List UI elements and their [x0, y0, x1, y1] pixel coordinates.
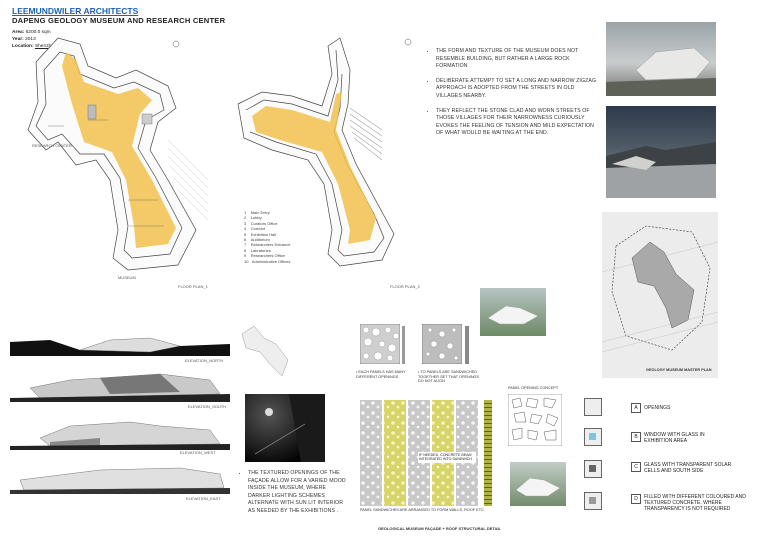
- facade-caption: GEOLOGICAL MUSEUM FAÇADE + ROOF STRUCTUR…: [378, 526, 502, 531]
- elevation-north: [10, 337, 230, 356]
- legend-item: 8 Labratories: [244, 247, 271, 253]
- panel-note-2: • TO PANELS ARE SANDWICHED TOGETHER SET …: [418, 370, 480, 384]
- detail-b-text: WINDOW WITH GLASS IN EXHIBITION AREA: [644, 432, 705, 444]
- floor-plan-1-caption: FLOOR PLAN_1: [178, 284, 208, 289]
- legend-item: 7 Researchers Entrance: [244, 242, 291, 248]
- opening-concept-diagram: [508, 394, 562, 446]
- elevation-south-caption: ELEVATION_SOUTH: [188, 404, 227, 409]
- research-center-label: RESEARCH CENTER: [32, 143, 72, 148]
- museum-exterior-photo: [606, 22, 716, 96]
- panel-note-1: • EACH PANELS HAS MANY DIFFERENT OPENING…: [356, 370, 406, 379]
- detail-d-letter: D: [631, 494, 641, 504]
- detail-a-letter: A: [631, 403, 641, 413]
- master-plan-caption: GEOLOGY MUSEUM MASTER PLAN: [646, 368, 712, 372]
- firm-title-link[interactable]: LEEMUNDWILER ARCHITECTS: [12, 6, 139, 16]
- detail-c-graphic: [584, 460, 602, 478]
- panel-section-1: [402, 326, 405, 364]
- panel-section-2: [465, 326, 469, 364]
- concept-label: PANEL OPENING CONCEPT: [508, 386, 559, 390]
- description-item: THEY REFLECT THE STONE CLAD AND WORN STR…: [436, 108, 598, 138]
- museum-label: MUSEUM: [118, 275, 136, 280]
- elevation-west: [10, 421, 230, 450]
- interior-photo: [245, 394, 325, 462]
- elevation-east: [10, 467, 230, 494]
- museum-render-small: [510, 462, 566, 506]
- area-line: Area: 6200.0 sqm: [12, 30, 51, 35]
- elevation-south: [10, 373, 230, 402]
- panel-note-4: IF NEEDED, CONCRETE BEAM INTEGRATED INTO…: [418, 452, 476, 463]
- legend-item: 2 Lobby: [244, 215, 262, 221]
- master-plan: GEOLOGY MUSEUM MASTER PLAN: [601, 212, 719, 378]
- floor-plan-1: [27, 37, 209, 271]
- panel-sandwich: [422, 324, 462, 364]
- detail-b-letter: B: [631, 432, 641, 442]
- legend-item: 5 Exhibition Hall: [244, 231, 277, 237]
- floor-plan-2-caption: FLOOR PLAN_2: [390, 284, 420, 289]
- legend-item: 3 Curators Office: [244, 220, 278, 226]
- facade-section: [484, 400, 492, 506]
- description-item: THE FORM AND TEXTURE OF THE MUSEUM DOES …: [436, 48, 598, 71]
- detail-a-graphic: [584, 398, 602, 416]
- detail-a-text: OPENINGS: [644, 405, 671, 411]
- panel-note-3: PANEL SANDWICHES ARE ARRANGED TO FORM WA…: [360, 508, 485, 512]
- legend-item: 1 Main Entry: [244, 210, 270, 215]
- elevation-east-caption: ELEVATION_EAST: [186, 496, 221, 501]
- interior-description: THE TEXTURED OPENINGS OF THE FAÇADE ALLO…: [240, 470, 348, 516]
- project-title: DAPENG GEOLOGY MUSEUM AND RESEARCH CENTE…: [12, 16, 226, 25]
- legend-item: 4 Corridor: [244, 226, 266, 232]
- detail-b-graphic: [584, 428, 602, 446]
- detail-d-graphic: [584, 492, 602, 510]
- aerial-render: [480, 288, 546, 336]
- massing-sketch: [241, 325, 289, 377]
- year-line: Year: 2013: [12, 37, 36, 42]
- plan-legend: 1 Main Entry 2 Lobby 3 Curators Office 4…: [244, 210, 290, 264]
- elevation-north-caption: ELEVATION_NORTH: [185, 358, 224, 363]
- elevation-west-caption: ELEVATION_WEST: [180, 450, 216, 455]
- legend-item: 6 Auditorium: [244, 237, 270, 243]
- detail-c-text: GLASS WITH TRANSPARENT SOLAR CELLS AND S…: [644, 462, 732, 474]
- detail-c-letter: C: [631, 462, 641, 472]
- description-list: THE FORM AND TEXTURE OF THE MUSEUM DOES …: [428, 48, 598, 145]
- legend-item: 10 Administrative Offices: [244, 258, 291, 264]
- panel-single: [360, 324, 400, 364]
- legend-item: 9 Researchers Office: [244, 253, 285, 259]
- detail-d-text: FILLED WITH DIFFERENT COLOURED AND TEXTU…: [644, 494, 746, 512]
- description-item: DELIBERATE ATTEMPT TO SET A LONG AND NAR…: [436, 78, 598, 101]
- floor-plan-2: [237, 37, 412, 267]
- museum-plaza-photo: [606, 106, 716, 198]
